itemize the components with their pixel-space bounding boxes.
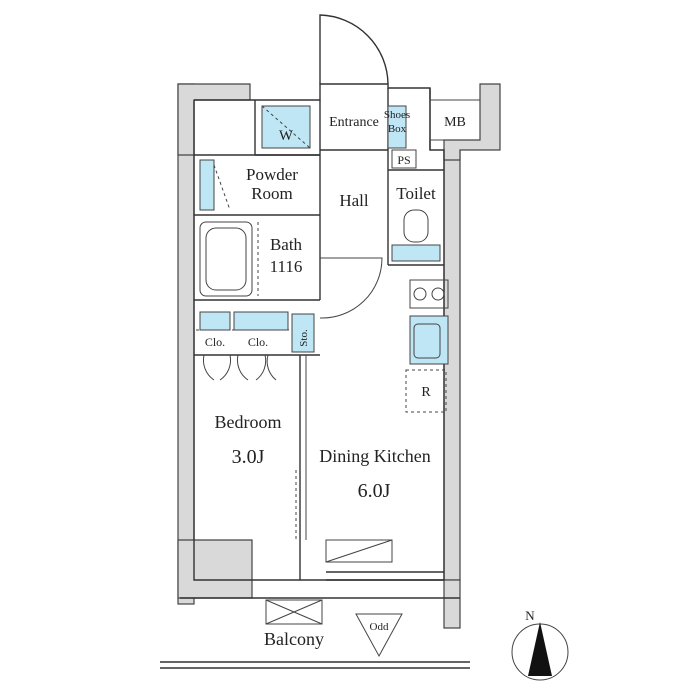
hall-door-swing [319, 257, 383, 319]
odd-triangle [355, 613, 403, 658]
balcony-right-post [443, 579, 461, 629]
bathtub-inner [205, 227, 247, 291]
powder-sink-dash [213, 164, 231, 211]
closet-door-swing-2 [236, 354, 267, 381]
mb-box [429, 99, 481, 141]
closet-1 [199, 311, 231, 331]
label-bedroom-size: 3.0J [232, 446, 265, 468]
label-shoes-2: Box [388, 123, 407, 135]
refrigerator [405, 369, 447, 413]
label-r: R [421, 385, 431, 400]
label-bath-2: 1116 [270, 257, 303, 276]
ps-box [391, 149, 417, 169]
label-balcony: Balcony [264, 629, 324, 649]
label-clo-1: Clo. [205, 335, 225, 349]
label-ps: PS [397, 153, 410, 167]
label-powder-2: Room [251, 184, 293, 203]
label-dining-kitchen: Dining Kitchen [319, 446, 430, 466]
dk-appliance-diag [325, 539, 393, 563]
label-shoes-1: Shoes [384, 109, 410, 121]
label-w: W [279, 128, 294, 144]
closet-2 [233, 311, 289, 331]
label-clo-2: Clo. [248, 335, 268, 349]
compass-north-label: N [525, 608, 535, 623]
bathtub [199, 221, 253, 297]
burner-1 [413, 287, 427, 301]
shoes-box [387, 105, 407, 149]
label-hall: Hall [339, 191, 369, 210]
label-sto: Sto. [298, 329, 310, 347]
left-wall-mass [177, 83, 195, 605]
label-powder-1: Powder [246, 165, 298, 184]
kitchen-sink-basin [413, 323, 441, 359]
label-odd: Odd [370, 621, 389, 633]
right-wall-column [443, 149, 461, 581]
storage-box [291, 313, 315, 353]
label-bath-1: Bath [270, 235, 303, 254]
kitchen-stove [409, 279, 449, 309]
powder-sink [199, 159, 215, 211]
burner-2 [431, 287, 445, 301]
label-bedroom: Bedroom [215, 412, 282, 432]
balcony-unit [265, 599, 323, 625]
label-mb: MB [444, 115, 466, 130]
kitchen-sink [409, 315, 449, 365]
entrance-door-swing [319, 14, 389, 85]
toilet-tank [391, 244, 441, 262]
compass-needle [528, 622, 552, 676]
dk-appliance [325, 539, 393, 563]
label-dk-size: 6.0J [358, 480, 391, 502]
closet-door-swing-3 [266, 354, 277, 381]
washer-diagonal [261, 105, 311, 149]
toilet-bowl [403, 209, 429, 243]
label-entrance: Entrance [329, 115, 379, 130]
balcony-unit-x2 [265, 599, 323, 625]
label-toilet: Toilet [396, 184, 436, 203]
lower-left-wall-block [177, 539, 253, 599]
left-wall-block [177, 83, 251, 156]
closet-door-swing-1 [202, 354, 232, 381]
